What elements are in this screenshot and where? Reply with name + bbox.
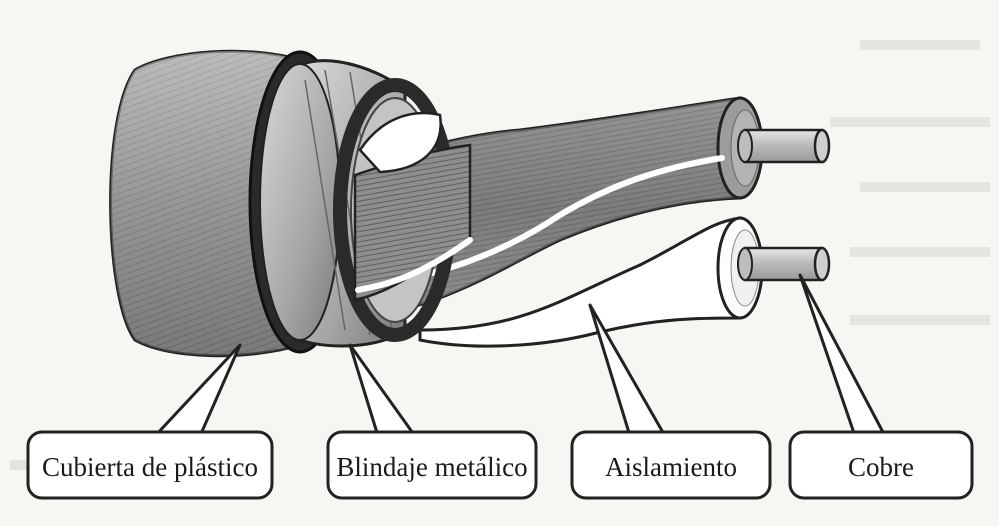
label-insulation: Aislamiento — [605, 452, 737, 482]
upper-copper-core — [737, 128, 831, 164]
label-boxes: Cubierta de plástico Blindaje metálico A… — [26, 430, 974, 500]
wire-emergence — [353, 111, 473, 302]
label-box-insulation — [570, 430, 772, 500]
label-box-metal-shield — [326, 430, 538, 500]
label-copper: Cobre — [848, 452, 914, 482]
leader-metal-shield — [348, 343, 417, 438]
label-plastic-jacket: Cubierta de plástico — [42, 452, 258, 482]
label-box-copper — [788, 430, 974, 500]
callout-leaders — [153, 273, 887, 438]
label-box-plastic-jacket — [26, 430, 274, 500]
leader-copper — [798, 273, 887, 438]
leader-plastic-jacket — [153, 343, 242, 438]
lower-copper-core — [737, 246, 831, 282]
label-metal-shield: Blindaje metálico — [336, 452, 527, 482]
